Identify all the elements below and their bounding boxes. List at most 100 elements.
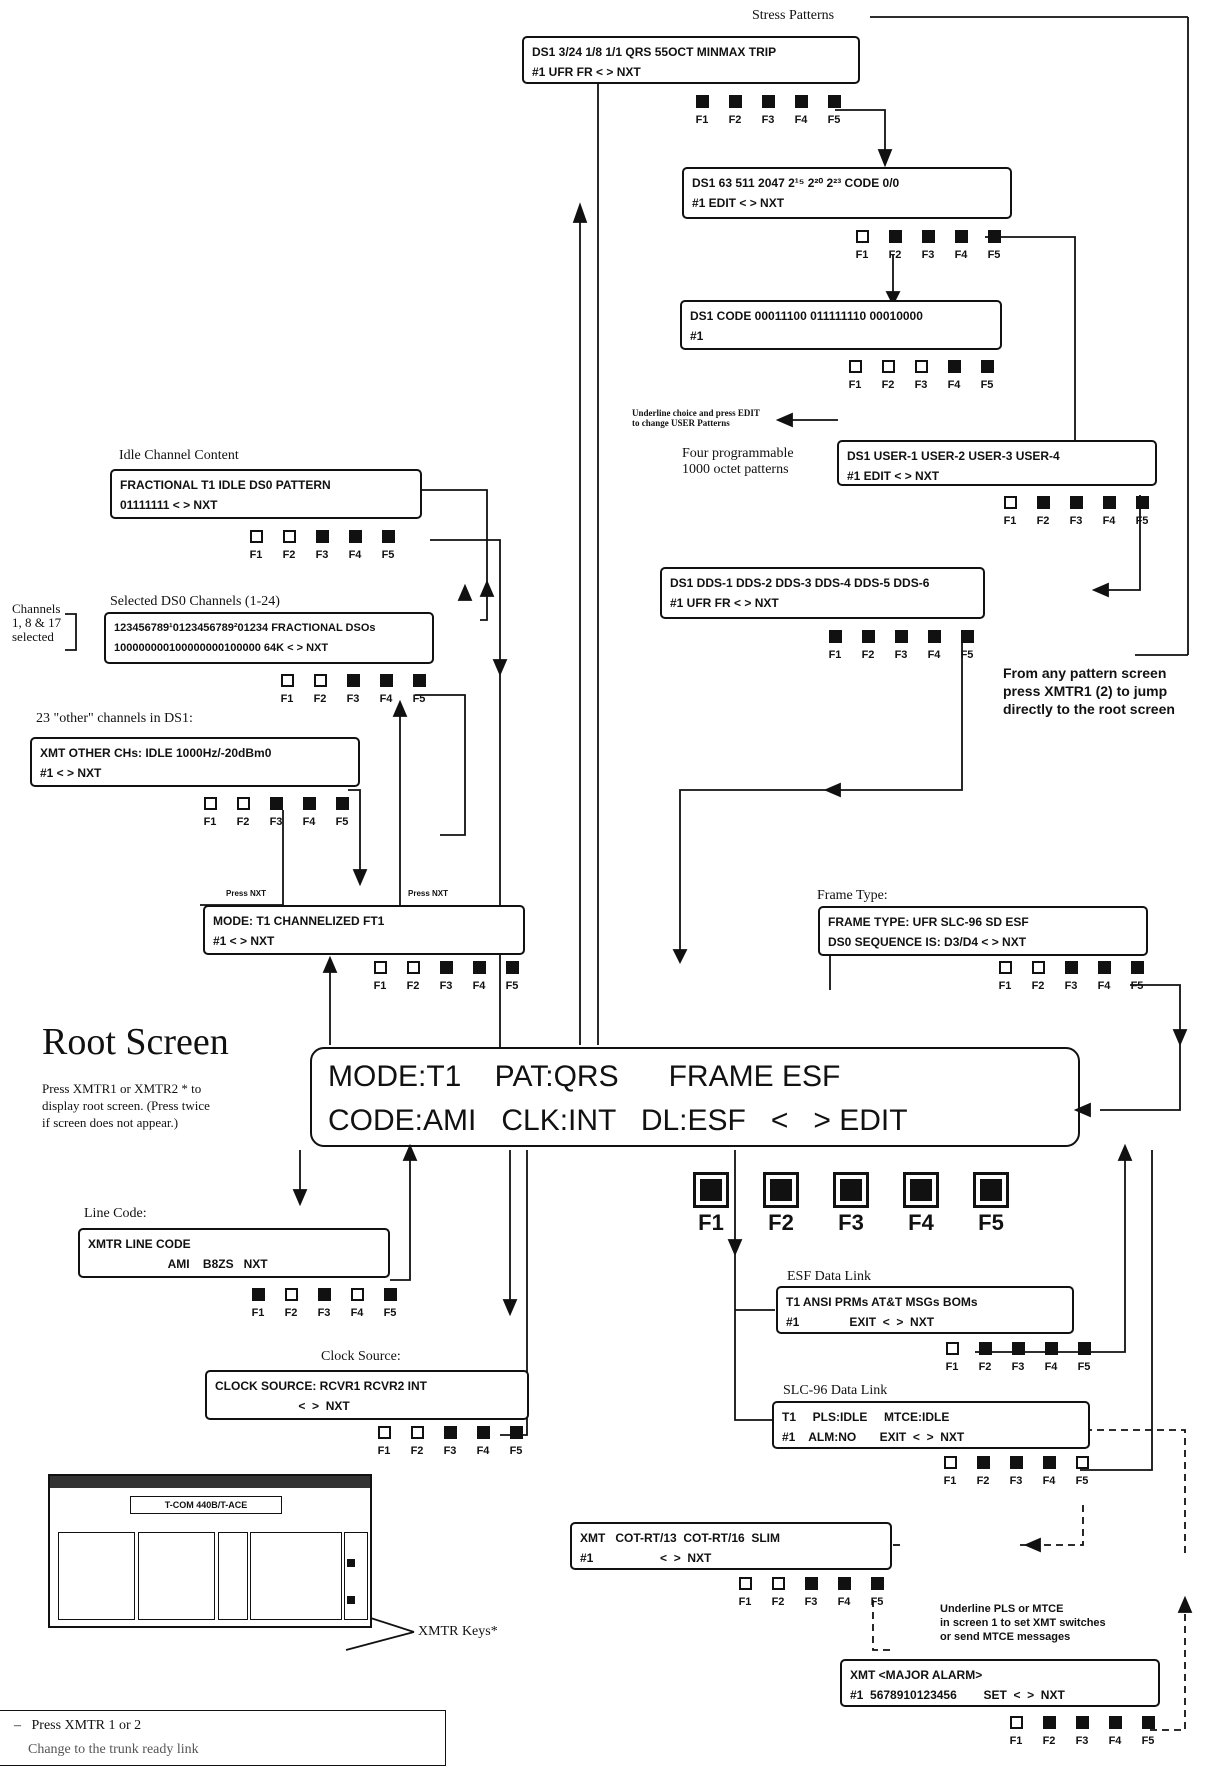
idle-f1-key[interactable]: F1 [246, 530, 266, 561]
ds0-f2-key[interactable]: F2 [310, 674, 330, 705]
mode-f4-key[interactable]: F4 [469, 961, 489, 992]
linecode-f2-key[interactable]: F2 [281, 1288, 301, 1319]
cot-f5-key[interactable]: F5 [867, 1577, 887, 1608]
root-f5-key[interactable]: F5 [970, 1172, 1012, 1236]
other-f2-key[interactable]: F2 [233, 797, 253, 828]
ds1bits-f2-key[interactable]: F2 [878, 360, 898, 391]
frame-f2-key[interactable]: F2 [1028, 961, 1048, 992]
linecode-f4-key[interactable]: F4 [347, 1288, 367, 1319]
esf-f2-key[interactable]: F2 [975, 1342, 995, 1373]
root-f1-key[interactable]: F1 [690, 1172, 732, 1236]
frame-f1-key[interactable]: F1 [995, 961, 1015, 992]
xmtr-key-1[interactable] [347, 1559, 355, 1567]
root-f2-key[interactable]: F2 [760, 1172, 802, 1236]
stress-f1-key[interactable]: F1 [692, 95, 712, 126]
idle-f5-key[interactable]: F5 [378, 530, 398, 561]
ds1code-f3-key[interactable]: F3 [918, 230, 938, 261]
root-f4-key[interactable]: F4 [900, 1172, 942, 1236]
dds-f5-key[interactable]: F5 [957, 630, 977, 661]
cot-f1-key[interactable]: F1 [735, 1577, 755, 1608]
xmtr-key-2[interactable] [347, 1596, 355, 1604]
alarm-line1: XMT <MAJOR ALARM> [850, 1668, 983, 1682]
mode-f2-key[interactable]: F2 [403, 961, 423, 992]
ds1bits-f3-key[interactable]: F3 [911, 360, 931, 391]
stress-f2-key[interactable]: F2 [725, 95, 745, 126]
frame-f4-key[interactable]: F4 [1094, 961, 1114, 992]
user-f1-key[interactable]: F1 [1000, 496, 1020, 527]
ds0-f1-key[interactable]: F1 [277, 674, 297, 705]
mode-f1-key[interactable]: F1 [370, 961, 390, 992]
frame-f3-key[interactable]: F3 [1061, 961, 1081, 992]
esf-f1-key[interactable]: F1 [942, 1342, 962, 1373]
stress-line1: DS1 3/24 1/8 1/1 QRS 55OCT MINMAX TRIP [532, 45, 777, 59]
stress-f4-key[interactable]: F4 [791, 95, 811, 126]
other-f5-key[interactable]: F5 [332, 797, 352, 828]
mode-screen: MODE: T1 CHANNELIZED FT1 #1 < > NXT [203, 905, 525, 955]
alarm-f5-key[interactable]: F5 [1138, 1716, 1158, 1747]
cot-f3-key[interactable]: F3 [801, 1577, 821, 1608]
ds0-f5-key[interactable]: F5 [409, 674, 429, 705]
clock-f3-key[interactable]: F3 [440, 1426, 460, 1457]
ds1-code-screen: DS1 63 511 2047 2¹⁵ 2²⁰ 2²³ CODE 0/0 #1 … [682, 167, 1012, 219]
esf-caption: ESF Data Link [787, 1269, 871, 1284]
ds1-bits-fkeys: F1 F2 F3 F4 F5 [845, 360, 997, 391]
clock-screen: CLOCK SOURCE: RCVR1 RCVR2 INT < > NXT [205, 1370, 529, 1420]
ds1bits-f5-key[interactable]: F5 [977, 360, 997, 391]
esf-f3-key[interactable]: F3 [1008, 1342, 1028, 1373]
stress-f5-key[interactable]: F5 [824, 95, 844, 126]
ds1code-f4-key[interactable]: F4 [951, 230, 971, 261]
alarm-f2-key[interactable]: F2 [1039, 1716, 1059, 1747]
dds-f4-key[interactable]: F4 [924, 630, 944, 661]
cot-f2-key[interactable]: F2 [768, 1577, 788, 1608]
clock-f2-key[interactable]: F2 [407, 1426, 427, 1457]
ds0-screen: 123456789¹0123456789²01234 FRACTIONAL DS… [104, 612, 434, 664]
esf-f4-key[interactable]: F4 [1041, 1342, 1061, 1373]
esf-f5-key[interactable]: F5 [1074, 1342, 1094, 1373]
dds-f3-key[interactable]: F3 [891, 630, 911, 661]
mode-f5-key[interactable]: F5 [502, 961, 522, 992]
clock-f4-key[interactable]: F4 [473, 1426, 493, 1457]
other-f1-key[interactable]: F1 [200, 797, 220, 828]
slc-f5-key[interactable]: F5 [1072, 1456, 1092, 1487]
dds-f2-key[interactable]: F2 [858, 630, 878, 661]
dds-screen: DS1 DDS-1 DDS-2 DDS-3 DDS-4 DDS-5 DDS-6 … [660, 567, 985, 619]
idle-f4-key[interactable]: F4 [345, 530, 365, 561]
ds1code-f5-key[interactable]: F5 [984, 230, 1004, 261]
alarm-f3-key[interactable]: F3 [1072, 1716, 1092, 1747]
stress-f3-key[interactable]: F3 [758, 95, 778, 126]
idle-f3-key[interactable]: F3 [312, 530, 332, 561]
ds0-f4-key[interactable]: F4 [376, 674, 396, 705]
clock-f1-key[interactable]: F1 [374, 1426, 394, 1457]
ds1bits-f4-key[interactable]: F4 [944, 360, 964, 391]
ds1bits-f1-key[interactable]: F1 [845, 360, 865, 391]
user-f2-key[interactable]: F2 [1033, 496, 1053, 527]
other-f3-key[interactable]: F3 [266, 797, 286, 828]
alarm-f1-key[interactable]: F1 [1006, 1716, 1026, 1747]
clock-f5-key[interactable]: F5 [506, 1426, 526, 1457]
slc-f3-key[interactable]: F3 [1006, 1456, 1026, 1487]
idle-f2-key[interactable]: F2 [279, 530, 299, 561]
slc-f2-key[interactable]: F2 [973, 1456, 993, 1487]
linecode-f1-key[interactable]: F1 [248, 1288, 268, 1319]
other-f4-key[interactable]: F4 [299, 797, 319, 828]
slc-f1-key[interactable]: F1 [940, 1456, 960, 1487]
frame-screen: FRAME TYPE: UFR SLC-96 SD ESF DS0 SEQUEN… [818, 906, 1148, 956]
linecode-f3-key[interactable]: F3 [314, 1288, 334, 1319]
cot-f4-key[interactable]: F4 [834, 1577, 854, 1608]
frame-line2: DS0 SEQUENCE IS: D3/D4 < > NXT [828, 935, 1027, 949]
mode-f3-key[interactable]: F3 [436, 961, 456, 992]
slc-f4-key[interactable]: F4 [1039, 1456, 1059, 1487]
ds1code-f1-key[interactable]: F1 [852, 230, 872, 261]
ds0-f3-key[interactable]: F3 [343, 674, 363, 705]
alarm-f4-key[interactable]: F4 [1105, 1716, 1125, 1747]
frame-f5-key[interactable]: F5 [1127, 961, 1147, 992]
ds1-code-fkeys: F1 F2 F3 F4 F5 [852, 230, 1004, 261]
user-f3-key[interactable]: F3 [1066, 496, 1086, 527]
linecode-f5-key[interactable]: F5 [380, 1288, 400, 1319]
user-f4-key[interactable]: F4 [1099, 496, 1119, 527]
ds1code-f2-key[interactable]: F2 [885, 230, 905, 261]
root-f3-key[interactable]: F3 [830, 1172, 872, 1236]
user-f5-key[interactable]: F5 [1132, 496, 1152, 527]
dds-f1-key[interactable]: F1 [825, 630, 845, 661]
